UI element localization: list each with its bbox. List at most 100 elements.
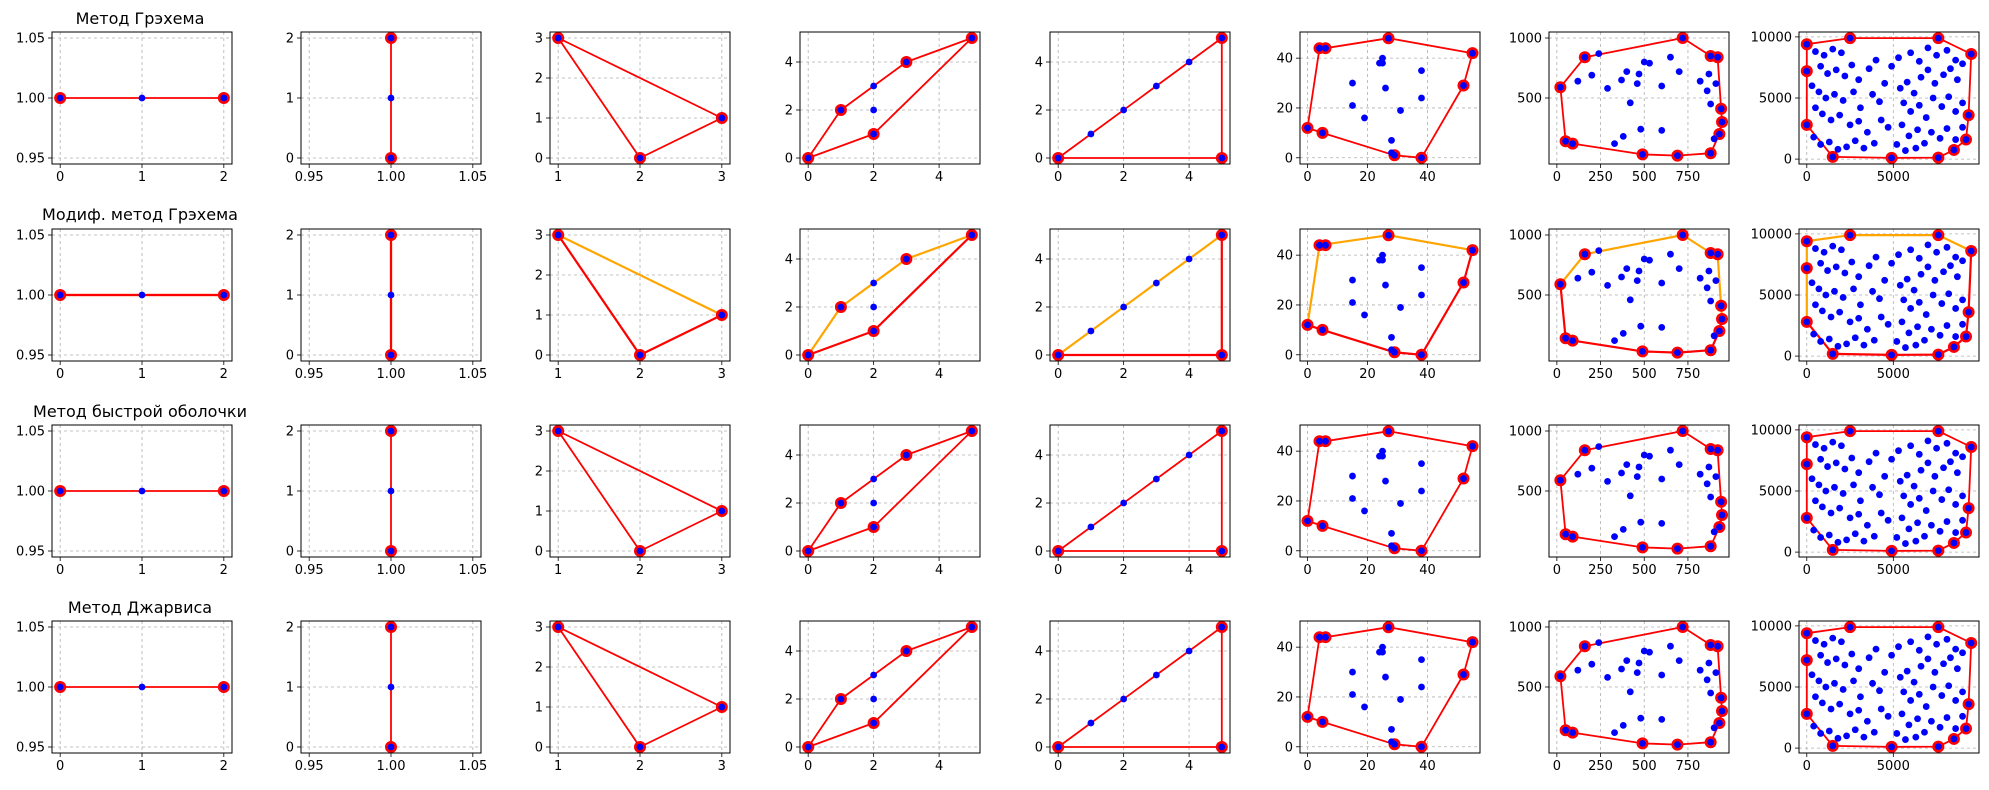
grid-lines (800, 425, 980, 557)
data-point (1855, 117, 1863, 125)
data-point (1595, 639, 1603, 646)
data-point (1696, 274, 1704, 282)
data-point (1843, 340, 1850, 348)
data-point (1388, 529, 1395, 537)
axes-frame (300, 228, 482, 362)
y-tick-label: 2 (1035, 497, 1043, 512)
x-tick-label: 0 (56, 759, 64, 774)
data-point (1818, 503, 1826, 511)
data-point (1712, 277, 1720, 284)
data-point (870, 327, 878, 335)
y-tick-label: 4 (1035, 56, 1043, 71)
data-point (1152, 279, 1160, 287)
x-tick-label: 1 (554, 170, 562, 185)
data-point (1863, 325, 1871, 333)
data-point (1658, 82, 1666, 90)
data-point (1619, 722, 1627, 729)
data-point (387, 231, 395, 239)
data-point (1319, 326, 1326, 334)
x-tick-label: 2 (636, 170, 644, 185)
data-point (1959, 257, 1966, 265)
data-point (1707, 738, 1715, 746)
x-tick-label: 250 (1588, 563, 1613, 578)
data-point (1938, 496, 1946, 503)
data-point (1316, 437, 1323, 445)
data-point (1848, 61, 1856, 69)
data-point (1898, 710, 1906, 718)
data-point (1869, 287, 1876, 295)
data-point (1924, 263, 1932, 271)
data-point (1637, 714, 1645, 722)
data-point (1316, 633, 1323, 641)
x-tick-label: 0 (1803, 170, 1811, 185)
data-point (1851, 530, 1859, 538)
data-point (1884, 123, 1892, 131)
data-point (1218, 427, 1226, 435)
x-tick-label: 750 (1676, 563, 1701, 578)
data-point (1876, 687, 1883, 695)
data-point (1635, 659, 1643, 667)
data-point (1947, 262, 1954, 270)
data-point (1831, 483, 1838, 491)
data-point (1304, 321, 1311, 329)
y-tick-label: 1.05 (16, 621, 45, 636)
x-tick-label: 20 (1359, 367, 1376, 382)
axes-background (800, 229, 980, 361)
data-point (1838, 638, 1845, 646)
data-point (1832, 66, 1840, 74)
data-point (1319, 129, 1326, 137)
y-tick-label: 1 (286, 681, 294, 696)
x-tick-label: 0 (804, 170, 812, 185)
y-tick-label: 500 (1517, 485, 1542, 500)
x-tick-label: 5000 (1877, 367, 1910, 382)
axes-frame (549, 228, 731, 362)
data-point (1931, 472, 1939, 480)
data-point (387, 34, 395, 42)
data-point (1838, 442, 1845, 450)
data-point (1623, 657, 1631, 664)
data-point (1717, 498, 1725, 506)
data-point (1933, 248, 1940, 256)
data-point (1841, 72, 1849, 80)
x-tick-label: 0.95 (295, 563, 324, 578)
data-point (1818, 307, 1826, 315)
data-point (1827, 509, 1835, 517)
data-point (1803, 460, 1811, 468)
data-point (1810, 722, 1818, 730)
data-point (1646, 256, 1653, 264)
data-point (1836, 111, 1844, 119)
data-point (1876, 295, 1883, 303)
y-tick-label: 4 (1035, 253, 1043, 268)
x-tick-label: 0 (1303, 563, 1311, 578)
data-point (1705, 659, 1713, 667)
data-point (1922, 507, 1930, 514)
data-point (1361, 311, 1368, 319)
data-point (1836, 504, 1844, 512)
x-tick-label: 4 (1185, 170, 1193, 185)
data-point (1388, 346, 1395, 354)
data-point (1717, 302, 1725, 310)
data-point (1915, 450, 1923, 458)
data-point (1877, 705, 1885, 713)
y-tick-label: 3 (535, 621, 543, 636)
data-point (1639, 348, 1646, 355)
data-point (1646, 648, 1653, 656)
data-point (1637, 518, 1645, 526)
data-point (1822, 487, 1830, 495)
data-point (1888, 743, 1895, 751)
data-point (1715, 523, 1723, 531)
data-point (1863, 128, 1871, 136)
x-tick-label: 2 (636, 367, 644, 382)
data-point (1896, 281, 1904, 289)
data-point (1967, 443, 1975, 451)
data-point (1803, 318, 1811, 326)
data-point (1857, 497, 1864, 505)
axes-frame (1049, 620, 1231, 754)
data-point (1962, 136, 1970, 143)
data-point (1812, 245, 1819, 252)
data-point (636, 351, 644, 359)
data-point (1905, 721, 1913, 729)
y-tick-label: 10000 (1751, 423, 1792, 438)
